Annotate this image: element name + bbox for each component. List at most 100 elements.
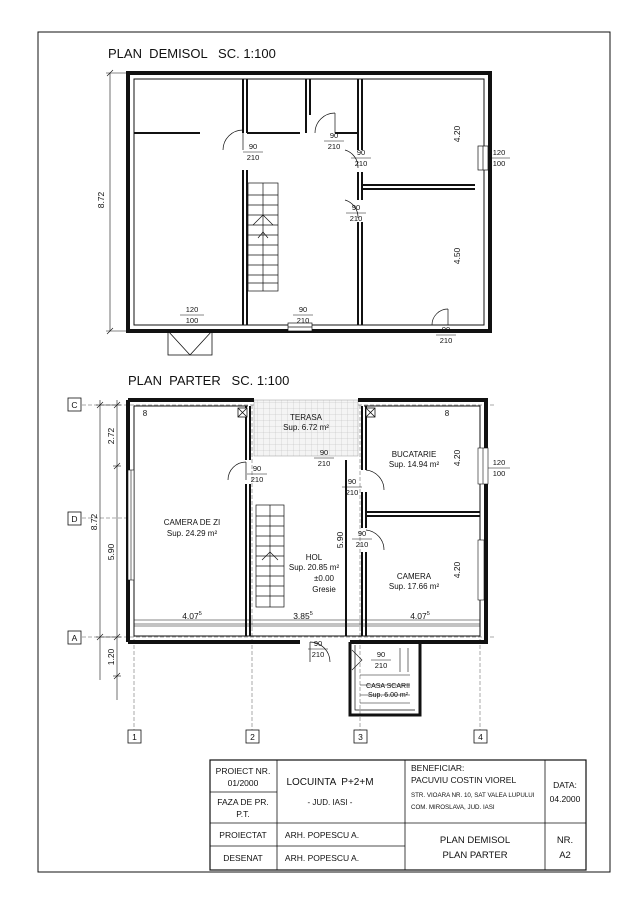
demisol-door-4-width: 90 xyxy=(352,203,360,212)
demisol-door-2-width: 90 xyxy=(330,131,338,140)
axis-3-label: 3 xyxy=(358,732,363,742)
dim-left-mid: 5.90 xyxy=(106,543,116,560)
hol-level: ±0.00 xyxy=(314,574,335,583)
span-2-value: 3.85 xyxy=(293,611,310,621)
parter-windows xyxy=(127,447,489,601)
project-title: LOCUINTA P+2+M xyxy=(286,777,373,788)
demisol-door-6-width: 90 xyxy=(442,325,450,334)
parter-window-width: 120 xyxy=(493,458,506,467)
demisol-entrance xyxy=(167,330,213,356)
title-block-text: PROIECT NR. 01/2000 FAZA DE PR. P.T. PRO… xyxy=(216,763,581,863)
camera-zi-area: Sup. 24.29 m² xyxy=(167,529,218,538)
demisol-door-3-width: 90 xyxy=(357,148,365,157)
project-county: - JUD. IASI - xyxy=(308,798,353,807)
parter-axis-bubbles xyxy=(67,397,488,744)
title-block xyxy=(209,759,587,871)
hol-area: Sup. 20.85 m² xyxy=(289,563,340,572)
demisol-window-2-width: 120 xyxy=(493,148,506,157)
terasa-label: TERASA xyxy=(290,413,323,422)
faza-label: FAZA DE PR. xyxy=(217,797,269,807)
parter-window-height: 100 xyxy=(493,469,506,478)
parter-axis-labels: C D A 1 2 3 4 xyxy=(71,400,483,742)
demisol-door-1-width: 90 xyxy=(249,142,257,151)
demisol-dimension-left xyxy=(106,69,126,335)
proiect-nr-value: 01/2000 xyxy=(228,778,259,788)
dim-left-total: 8.72 xyxy=(89,513,99,530)
parter-door-1-height: 210 xyxy=(251,475,264,484)
dim-right-top: 4.20 xyxy=(452,449,462,466)
desenat-label: DESENAT xyxy=(223,853,263,863)
parter-door-swings xyxy=(227,461,385,663)
span-1-sup: 5 xyxy=(199,611,202,617)
hol-label: HOL xyxy=(306,553,323,562)
casa-scarii xyxy=(348,642,422,717)
address-line-1: STR. VIOARA NR. 10, SAT VALEA LUPULUI xyxy=(411,792,535,799)
parter-dimension-left-labels: 8.72 2.72 5.90 1.20 xyxy=(89,427,116,665)
demisol-door-4-height: 210 xyxy=(350,214,363,223)
axis-4-label: 4 xyxy=(478,732,483,742)
parter-door-1-width: 90 xyxy=(253,464,261,473)
demisol-window-1-width: 120 xyxy=(186,305,199,314)
axis-d-label: D xyxy=(71,514,77,524)
span-3-value: 4.07 xyxy=(410,611,427,621)
terasa-tiles xyxy=(253,399,359,457)
terasa-area: Sup. 6.72 m² xyxy=(283,423,329,432)
demisol-window-2-height: 100 xyxy=(493,159,506,168)
parter-door-6-height: 210 xyxy=(375,661,388,670)
dim-left-top: 2.72 xyxy=(106,427,116,444)
demisol-window-1-height: 100 xyxy=(186,316,199,325)
demisol-door-swings xyxy=(222,112,449,326)
span-3: 4.075 xyxy=(410,611,430,621)
parter-door-3-height: 210 xyxy=(346,488,359,497)
sheet-frame xyxy=(37,31,611,873)
proiect-nr-label: PROIECT NR. xyxy=(216,766,271,776)
dim-left-bottom: 1.20 xyxy=(106,648,116,665)
sheet-nr-value: A2 xyxy=(559,850,571,861)
axis-a-label: A xyxy=(72,633,78,643)
parter-span-labels: 4.075 3.855 4.075 xyxy=(182,611,430,621)
span-2-sup: 5 xyxy=(310,611,313,617)
demisol-door-2-height: 210 xyxy=(328,142,341,151)
parter-door-5-width: 90 xyxy=(314,639,322,648)
hol-stair xyxy=(255,504,285,608)
parter-dimension-right: 4.20 4.20 5.90 xyxy=(335,449,462,578)
proiectat-name: ARH. POPESCU A. xyxy=(285,830,359,840)
parter-door-6-width: 90 xyxy=(377,650,385,659)
parter-door-3-width: 90 xyxy=(348,477,356,486)
demisol-dim-lower-right: 4.50 xyxy=(452,247,462,264)
axis-1-label: 1 xyxy=(132,732,137,742)
beneficiar-label: BENEFICIAR: xyxy=(411,763,464,773)
dim-hol-height: 5.90 xyxy=(335,531,345,548)
parter-door-4-width: 90 xyxy=(358,529,366,538)
demisol-dim-upper-right: 4.20 xyxy=(452,125,462,142)
plan-parter-title: PLAN PARTER SC. 1:100 xyxy=(128,373,289,388)
camera-area: Sup. 17.66 m² xyxy=(389,582,440,591)
proiectat-label: PROIECTAT xyxy=(219,830,266,840)
hol-floor: Gresie xyxy=(312,585,336,594)
demisol-door-5-height: 210 xyxy=(297,316,310,325)
demisol-door-1-height: 210 xyxy=(247,153,260,162)
desenat-name: ARH. POPESCU A. xyxy=(285,853,359,863)
sheet-nr-label: NR. xyxy=(557,835,573,846)
parter-dimension-left xyxy=(96,400,121,700)
demisol-opening-labels: 90 210 90 210 90 210 90 210 90 210 90 21… xyxy=(180,131,510,345)
sheet-title-2: PLAN PARTER xyxy=(442,850,507,861)
span-2: 3.855 xyxy=(293,611,313,621)
plan-demisol: PLAN DEMISOL SC. 1:100 xyxy=(96,46,510,356)
bucatarie-label: BUCATARIE xyxy=(392,450,437,459)
parter-door-2-width: 90 xyxy=(320,448,328,457)
address-line-2: COM. MIROSLAVA, JUD. IASI xyxy=(411,804,495,811)
parter-door-2-height: 210 xyxy=(318,459,331,468)
span-1: 4.075 xyxy=(182,611,202,621)
demisol-stair xyxy=(247,182,279,292)
demisol-interior-walls xyxy=(134,79,475,325)
bucatarie-area: Sup. 14.94 m² xyxy=(389,460,440,469)
parter-door-5-height: 210 xyxy=(312,650,325,659)
room-mark-right: 8 xyxy=(445,409,450,418)
room-mark-left: 8 xyxy=(143,409,148,418)
demisol-door-6-height: 210 xyxy=(440,336,453,345)
faza-value: P.T. xyxy=(236,809,250,819)
dim-right-bottom: 4.20 xyxy=(452,561,462,578)
axis-c-label: C xyxy=(71,400,77,410)
